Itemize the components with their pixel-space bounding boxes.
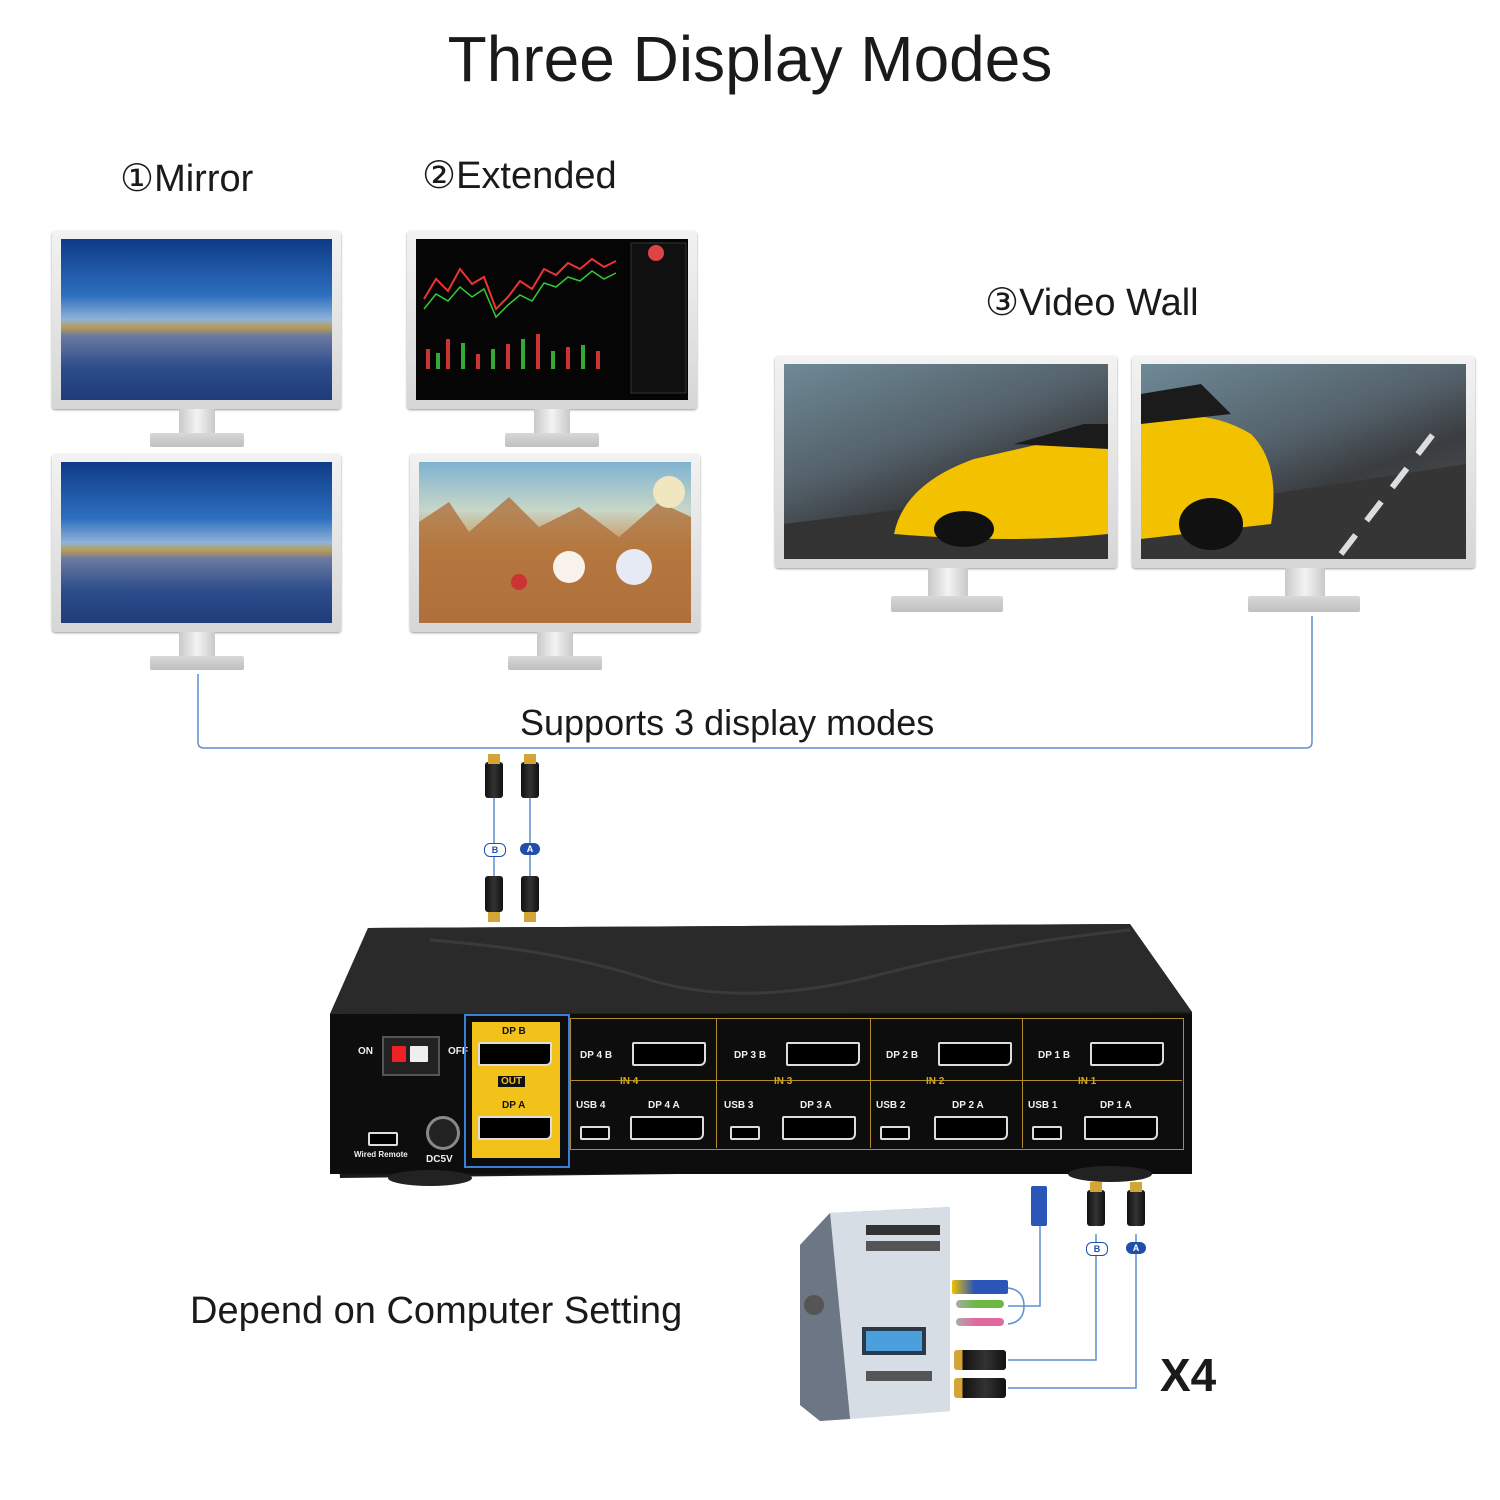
cable-tag-b-bottom: B <box>1086 1242 1108 1256</box>
dp-cable-a-plug-icon <box>954 1378 1006 1398</box>
page-title: Three Display Modes <box>447 23 1053 95</box>
off-label: OFF <box>448 1046 468 1057</box>
out-label: OUT <box>498 1076 526 1087</box>
output-panel-highlight: DP B OUT DP A <box>464 1014 570 1168</box>
pc-tower-icon <box>800 1205 950 1421</box>
in1-dp-b-label: DP 1 B <box>1038 1050 1071 1061</box>
extended-label: ②Extended <box>422 155 617 197</box>
in4-usb-label: USB 4 <box>576 1100 606 1111</box>
in2-dp-a-port[interactable] <box>934 1116 1008 1140</box>
in2-usb-label: USB 2 <box>876 1100 906 1111</box>
out-dp-b-label: DP B <box>502 1026 526 1037</box>
usb-cable-plug-icon <box>952 1280 1008 1294</box>
cable-tag-a-bottom: A <box>1126 1242 1146 1254</box>
usb-plug-icon <box>1031 1186 1047 1226</box>
multiplier-text: X4 <box>1160 1349 1217 1401</box>
mirror-monitor-bottom <box>52 454 341 672</box>
in3-dp-b-label: DP 3 B <box>734 1050 767 1061</box>
lake-screen-image <box>61 239 332 400</box>
depend-text: Depend on Computer Setting <box>190 1290 683 1332</box>
audio-green-plug-icon <box>956 1300 1004 1308</box>
in4-usb-port[interactable] <box>580 1126 610 1140</box>
in3-label: IN 3 <box>774 1076 793 1087</box>
dp-plug-icon <box>521 876 539 922</box>
dp-plug-icon <box>1127 1182 1145 1226</box>
dc-power-jack[interactable] <box>426 1116 460 1150</box>
power-switch[interactable] <box>382 1036 440 1076</box>
in2-dp-b-label: DP 2 B <box>886 1050 919 1061</box>
input-ports-panel <box>570 1018 1184 1150</box>
in2-dp-a-label: DP 2 A <box>952 1100 984 1111</box>
game-screen-image <box>419 462 691 623</box>
cable-tag-b: B <box>484 843 506 857</box>
cable-tag-a: A <box>520 843 540 855</box>
in3-dp-b-port[interactable] <box>786 1042 860 1066</box>
in1-usb-label: USB 1 <box>1028 1100 1058 1111</box>
in2-label: IN 2 <box>926 1076 945 1087</box>
wired-remote-port[interactable] <box>368 1132 398 1146</box>
dp-cable-b-plug-icon <box>954 1350 1006 1370</box>
dp-plug-icon <box>521 754 539 798</box>
in2-usb-port[interactable] <box>880 1126 910 1140</box>
out-dp-b-port[interactable] <box>478 1042 552 1066</box>
in1-usb-port[interactable] <box>1032 1126 1062 1140</box>
video-wall-label: ③Video Wall <box>985 282 1199 324</box>
in3-dp-a-port[interactable] <box>782 1116 856 1140</box>
in1-dp-a-label: DP 1 A <box>1100 1100 1132 1111</box>
in1-label: IN 1 <box>1078 1076 1097 1087</box>
video-wall-monitor-left <box>775 356 1117 614</box>
kvm-switch-device: ON OFF Wired Remote DC5V DP B OUT DP A D… <box>330 920 1200 1186</box>
mirror-monitor-top <box>52 231 341 449</box>
in3-dp-a-label: DP 3 A <box>800 1100 832 1111</box>
extended-monitor-top <box>407 231 697 449</box>
wired-remote-label: Wired Remote <box>354 1150 408 1159</box>
supports-text: Supports 3 display modes <box>520 702 935 743</box>
trading-chart-screen-image <box>416 239 688 400</box>
in4-label: IN 4 <box>620 1076 639 1087</box>
dp-plug-icon <box>485 876 503 922</box>
dp-out-panel: DP B OUT DP A <box>472 1022 560 1158</box>
yellow-car-right-half-image <box>1141 364 1466 559</box>
video-wall-monitor-right <box>1132 356 1475 614</box>
dc5v-label: DC5V <box>426 1154 453 1165</box>
extended-monitor-bottom <box>410 454 700 672</box>
dp-plug-icon <box>485 754 503 798</box>
on-label: ON <box>358 1046 373 1057</box>
in4-dp-a-port[interactable] <box>630 1116 704 1140</box>
in3-usb-label: USB 3 <box>724 1100 754 1111</box>
in1-dp-b-port[interactable] <box>1090 1042 1164 1066</box>
in1-dp-a-port[interactable] <box>1084 1116 1158 1140</box>
mirror-label: ①Mirror <box>120 158 254 200</box>
in4-dp-b-port[interactable] <box>632 1042 706 1066</box>
out-dp-a-port[interactable] <box>478 1116 552 1140</box>
out-dp-a-label: DP A <box>502 1100 526 1111</box>
in4-dp-a-label: DP 4 A <box>648 1100 680 1111</box>
in2-dp-b-port[interactable] <box>938 1042 1012 1066</box>
lake-screen-image <box>61 462 332 623</box>
in3-usb-port[interactable] <box>730 1126 760 1140</box>
audio-pink-plug-icon <box>956 1318 1004 1326</box>
in4-dp-b-label: DP 4 B <box>580 1050 613 1061</box>
yellow-car-left-half-image <box>784 364 1108 559</box>
dp-plug-icon <box>1087 1182 1105 1226</box>
